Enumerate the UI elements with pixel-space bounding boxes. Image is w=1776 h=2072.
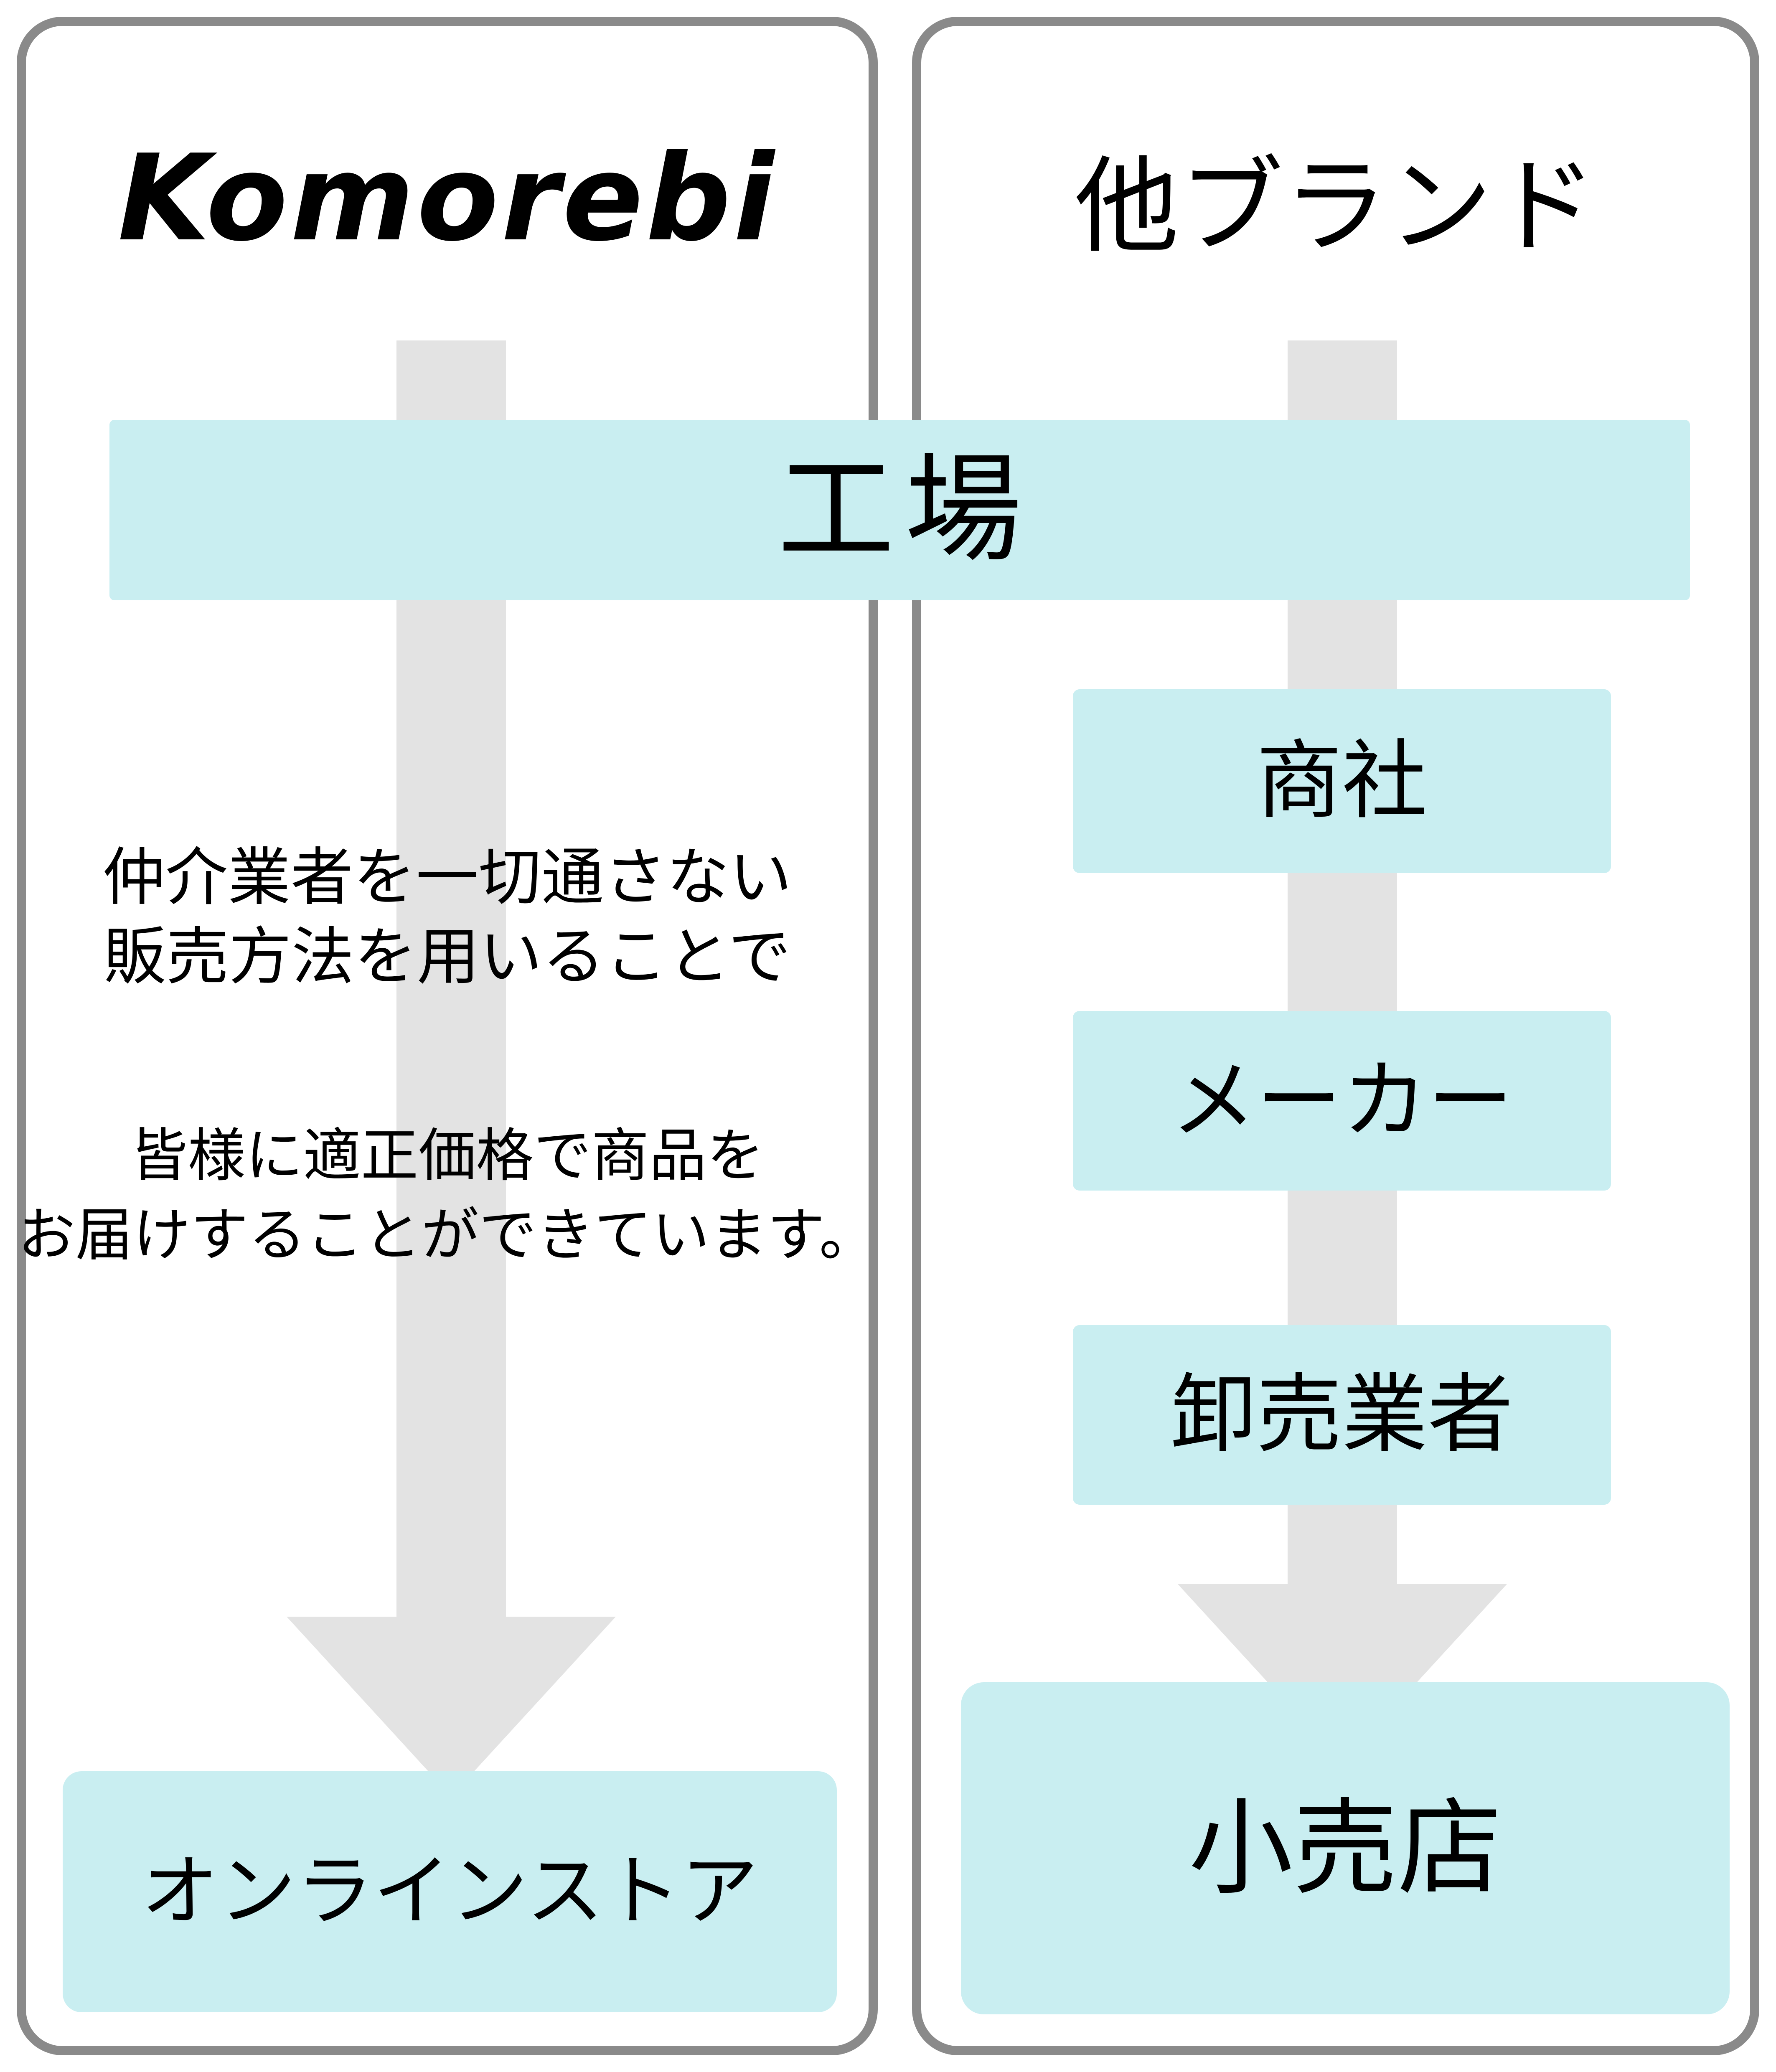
factory-band: 工場: [109, 420, 1690, 600]
brand-title-komorebi: Komorebi: [117, 129, 777, 268]
step-box-wholesaler: 卸売業者: [1073, 1325, 1611, 1505]
description-block-1: 仲介業者を一切通さない 販売方法を用いることで: [17, 838, 878, 996]
description-block-2: 皆様に適正価格で商品を お届けすることができています。: [17, 1116, 878, 1275]
destination-box-online-store: オンラインストア: [63, 1771, 837, 2012]
description-line: 皆様に適正価格で商品を: [130, 1124, 765, 1188]
step-box-maker: メーカー: [1073, 1011, 1611, 1191]
down-arrow-icon-left: [287, 1617, 616, 1796]
description-line: 販売方法を用いることで: [103, 922, 791, 992]
step-box-trading-company: 商社: [1073, 689, 1611, 873]
destination-box-retail-store: 小売店: [961, 1682, 1730, 2014]
description-line: お届けすることができています。: [18, 1203, 877, 1267]
title-other-brands: 他ブランド: [1075, 148, 1597, 265]
description-line: 仲介業者を一切通さない: [102, 842, 792, 912]
